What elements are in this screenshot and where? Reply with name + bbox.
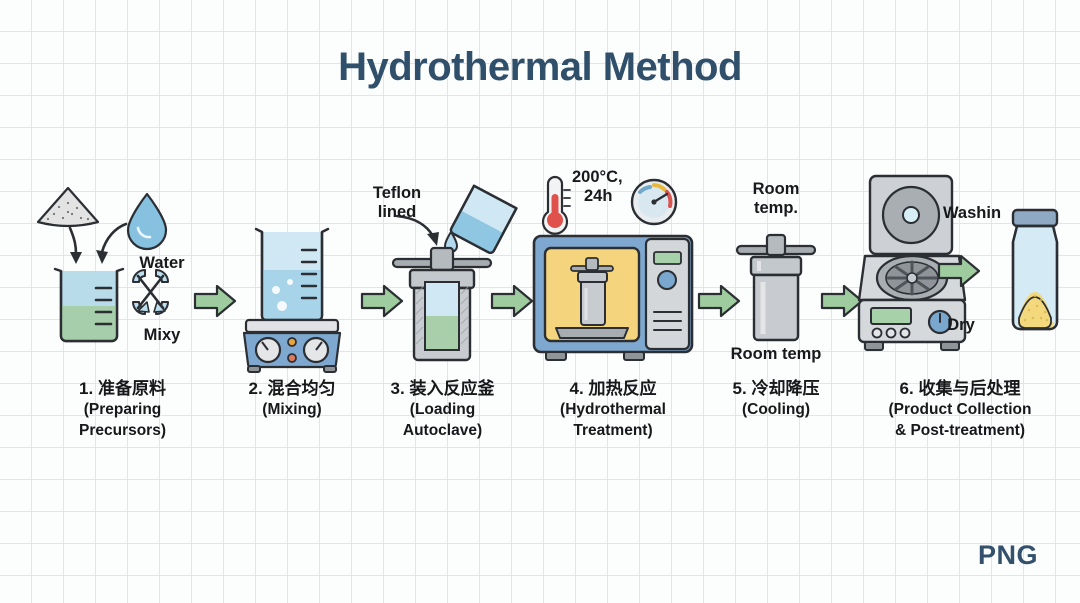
step-4-caption: 4. 加热反应 (Hydrothermal Treatment): [528, 378, 698, 441]
step-3-caption-en-2: Autoclave): [402, 422, 483, 439]
step-4-caption-en-2: Treatment): [573, 422, 653, 439]
step-1-caption-en-2: Precursors): [78, 422, 166, 439]
temperature-label: 200°C,: [572, 168, 623, 186]
step-4-caption-en-1: (Hydrothermal: [560, 401, 666, 418]
step-6-caption: 6. 收集与后处理 (Product Collection & Post-tre…: [855, 378, 1065, 441]
step-2-mixing: 2. 混合均匀 (Mixing): [232, 170, 352, 460]
step-5-cooling: Room temp. Room temp 5. 冷却降压 (Cooling): [715, 170, 837, 460]
step-4-illustration: [528, 170, 698, 370]
step-2-illustration: [232, 170, 352, 373]
centrifuge-icon: [857, 174, 967, 351]
teflon-lined-label-line1: Teflon: [372, 184, 422, 202]
dry-label: Dry: [947, 316, 975, 334]
mixy-label: Mixy: [143, 326, 181, 344]
teflon-lined-label: Teflon lined: [357, 184, 437, 222]
step-2-caption: 2. 混合均匀 (Mixing): [232, 378, 352, 420]
autoclave-icon: [735, 233, 817, 342]
step-1-illustration: [20, 170, 225, 370]
room-temp-top-label: Room temp.: [726, 180, 826, 218]
beaker-icon: [254, 227, 330, 322]
room-temp-bottom-label: Room temp: [730, 345, 822, 363]
step-4-hydrothermal-treatment: 200°C, 24h 4. 加热反应 (Hydrothermal Treatme…: [528, 168, 698, 460]
step-3-illustration: [355, 170, 530, 370]
flow-arrow-4-5: [697, 283, 741, 319]
powder-pile-icon: [36, 186, 100, 228]
step-5-caption: 5. 冷却降压 (Cooling): [715, 378, 837, 420]
step-1-preparing-precursors: Water Mixy 1. 准备原料 (Preparing Precursors…: [20, 170, 225, 460]
step-3-caption-cn: 3. 装入反应釜: [390, 379, 495, 398]
png-watermark: PNG: [977, 540, 1038, 570]
room-temp-top-line1: Room: [752, 180, 800, 198]
step-3-caption-en-1: (Loading: [409, 401, 476, 418]
step-5-illustration: [715, 170, 837, 370]
sample-jar-icon: [1011, 208, 1059, 331]
flow-arrow-2-3: [360, 283, 404, 319]
flow-arrow-3-4: [490, 283, 534, 319]
curved-arrow-icon: [395, 214, 439, 246]
room-temp-top-line2: temp.: [753, 199, 798, 217]
step-2-caption-cn: 2. 混合均匀: [248, 379, 336, 398]
flow-arrow-5-6: [820, 283, 864, 319]
step-6-caption-en-2: & Post-treatment): [894, 422, 1026, 439]
autoclave-icon: [570, 257, 614, 326]
step-5-caption-cn: 5. 冷却降压: [732, 379, 820, 398]
oven-icon: [532, 234, 694, 361]
step-4-caption-cn: 4. 加热反应: [569, 379, 657, 398]
temperature-time-label: 200°C, 24h: [572, 168, 654, 206]
water-flow-arrow-icon: [96, 222, 128, 264]
water-drop-icon: [126, 192, 168, 251]
autoclave-icon: [391, 246, 493, 362]
step-2-caption-en-1: (Mixing): [262, 401, 322, 418]
pressure-gauge-icon: [630, 178, 678, 226]
step-3-caption: 3. 装入反应釜 (Loading Autoclave): [355, 378, 530, 441]
step-3-loading-autoclave: Teflon lined 3. 装入反应釜 (Loading Autoclave…: [355, 170, 530, 460]
step-6-caption-en-1: (Product Collection: [888, 401, 1032, 418]
thermometer-icon: [541, 175, 571, 235]
beaker-icon: [53, 267, 125, 343]
step-6-product-collection: Washin Dry 6. 收集与后处理 (Product Collection…: [855, 170, 1065, 460]
water-label: Water: [139, 254, 185, 272]
duration-label: 24h: [584, 187, 613, 205]
step-1-caption-cn: 1. 准备原料: [79, 379, 166, 398]
step-5-caption-en-1: (Cooling): [741, 401, 810, 418]
flow-arrow-wash-dry: [937, 253, 981, 289]
mixer-icon: [132, 269, 169, 315]
step-1-caption-en-1: (Preparing: [83, 401, 162, 418]
teflon-lined-label-line2: lined: [377, 203, 417, 221]
flow-arrow-1-2: [193, 283, 237, 319]
magnetic-stirrer-icon: [242, 318, 342, 373]
step-6-caption-cn: 6. 收集与后处理: [899, 379, 1021, 398]
powder-flow-arrow-icon: [68, 226, 82, 264]
pouring-beaker-icon: [449, 184, 518, 254]
step-1-caption: 1. 准备原料 (Preparing Precursors): [20, 378, 225, 441]
step-6-illustration: [855, 170, 1065, 370]
page-title: Hydrothermal Method: [338, 45, 742, 89]
washing-label: Washin: [942, 204, 1002, 222]
